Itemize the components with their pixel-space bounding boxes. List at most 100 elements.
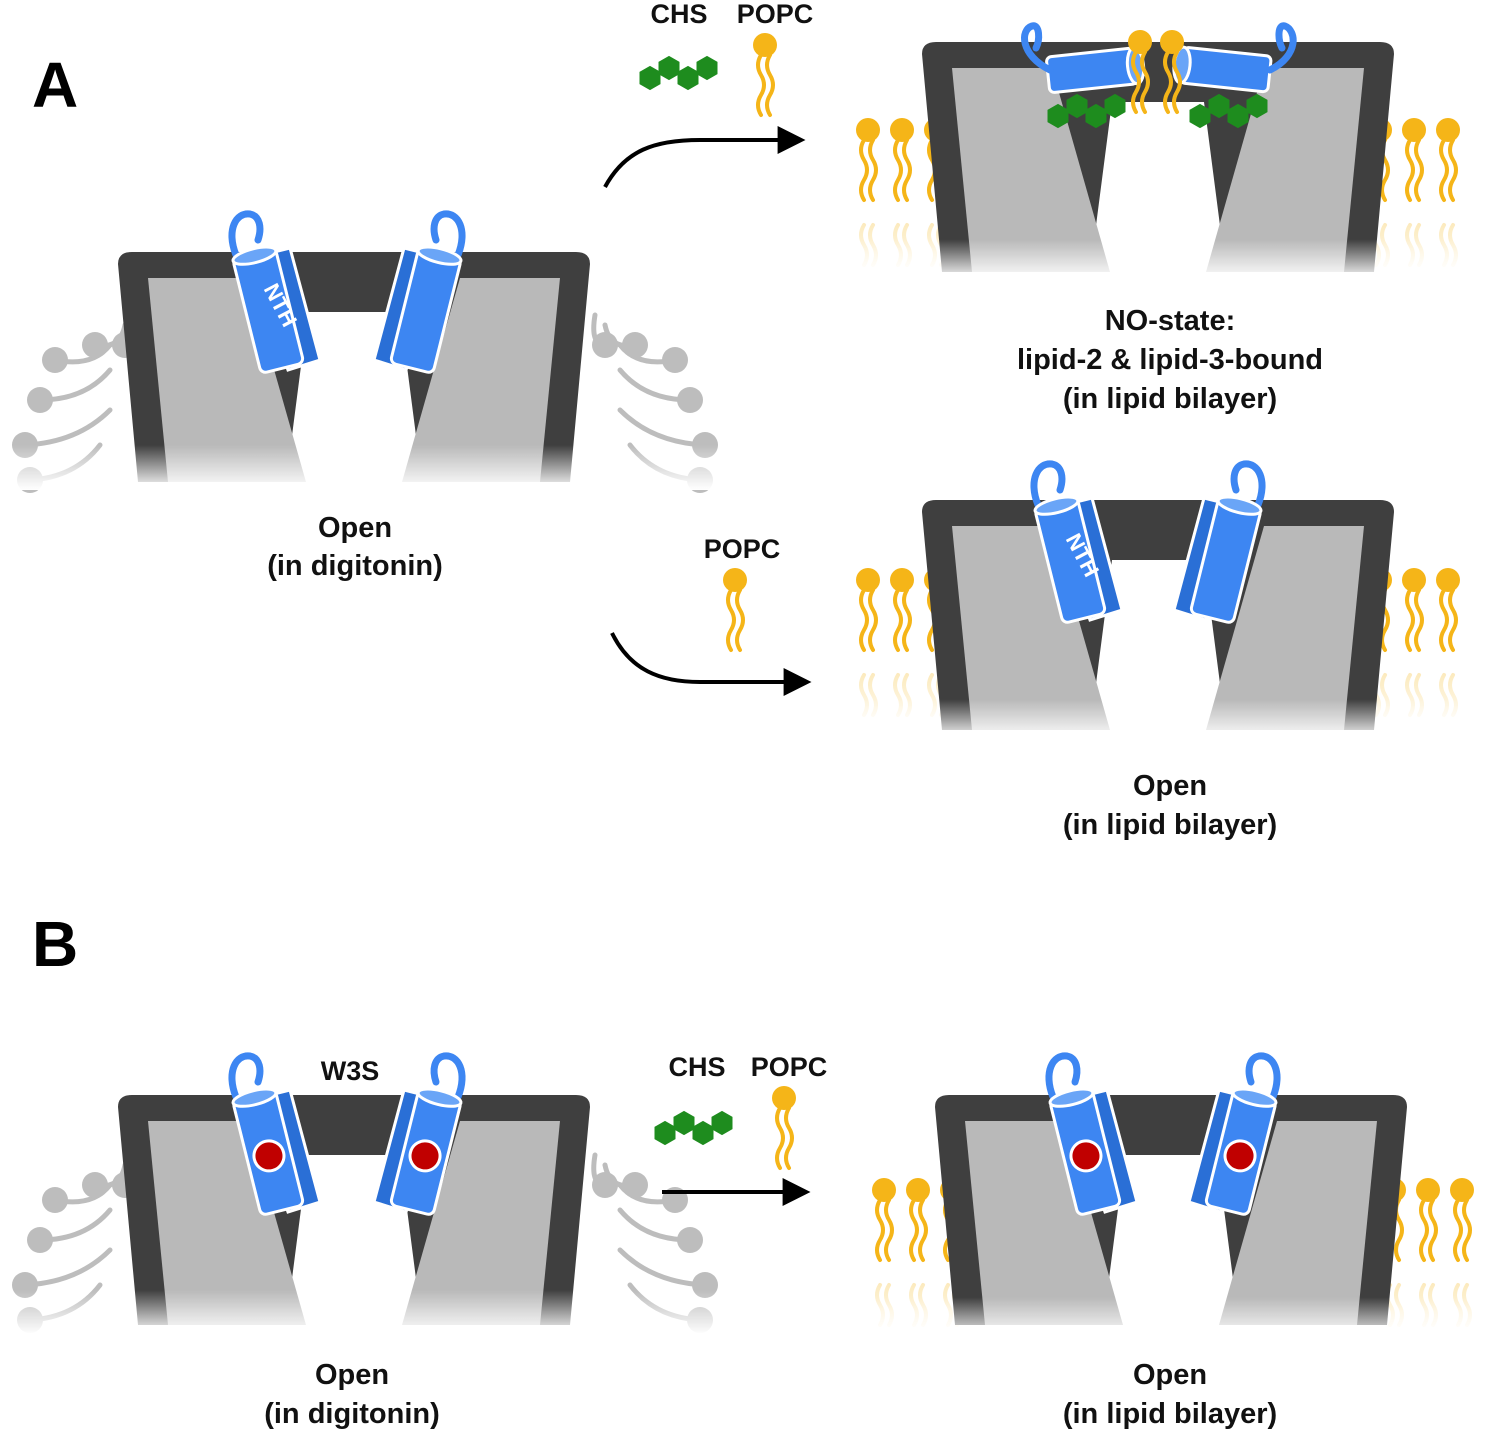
helix-body <box>389 245 463 374</box>
a-open-bilayer-scene: NTH Open (in lipid bilayer) <box>840 460 1480 841</box>
lipid-head <box>872 1178 896 1202</box>
chs-label: CHS <box>668 1052 725 1082</box>
caption-line: NO-state: <box>1105 305 1236 337</box>
w3s-mutation-dot <box>1069 1139 1103 1173</box>
helix-cylinder <box>228 1052 322 1216</box>
helix-loop <box>430 1052 466 1101</box>
helix-cap <box>416 245 463 266</box>
w3s-mutation-dot <box>252 1139 286 1173</box>
helix-body <box>389 1087 463 1216</box>
helix-cap <box>416 1087 463 1108</box>
nth-helix-right <box>372 210 466 374</box>
lipid-head <box>1436 568 1460 592</box>
chs-icon <box>639 55 718 91</box>
nth-helix-left: NTH <box>1030 460 1124 624</box>
popc-molecule <box>723 568 747 652</box>
helix-loop <box>1230 460 1266 509</box>
lipid-head <box>1416 1178 1440 1202</box>
lipid-tail <box>1163 50 1173 114</box>
detergent-head <box>42 1187 68 1213</box>
lipid-tail <box>735 588 745 652</box>
arrow-to-no-state <box>603 126 806 188</box>
lipid-head <box>1402 118 1426 142</box>
lipid-head <box>723 568 747 592</box>
popc-molecule <box>772 1086 796 1170</box>
panel-letter-b: B <box>32 908 78 980</box>
detergent-head <box>82 332 108 358</box>
lipid-head <box>890 568 914 592</box>
helix-body: NTH <box>1033 495 1107 624</box>
helix-cap <box>231 245 278 266</box>
detergent-head <box>622 332 648 358</box>
chs-label: CHS <box>650 0 707 29</box>
helix-body <box>1048 1087 1122 1216</box>
caption-line: (in digitonin) <box>264 1398 440 1430</box>
lipid-head <box>1160 30 1184 54</box>
lipid-head <box>1128 30 1152 54</box>
chs-ring <box>1066 93 1088 119</box>
helix-body <box>1204 1087 1278 1216</box>
detergent-head <box>592 332 618 358</box>
chs-ring <box>1227 103 1249 129</box>
w3s-helix-left <box>1045 1052 1139 1216</box>
caption-line: (in lipid bilayer) <box>1063 1398 1277 1430</box>
lipid-tail <box>1172 50 1182 114</box>
lipid-tail <box>1140 50 1150 114</box>
helix-body <box>231 1087 305 1216</box>
chs-molecule <box>639 55 718 91</box>
chs-ring <box>673 1110 695 1136</box>
caption-line: Open <box>318 512 392 544</box>
w3s-mutation-dot <box>1223 1139 1257 1173</box>
helix-loop <box>1266 22 1297 74</box>
lipid-head <box>753 33 777 57</box>
helix-cap <box>231 1087 278 1108</box>
chs-molecule <box>654 1110 733 1146</box>
lipid-head <box>856 118 880 142</box>
helix-cap <box>1216 495 1263 516</box>
caption-line: (in lipid bilayer) <box>1063 809 1277 841</box>
w3s-helix-right <box>372 1052 466 1216</box>
lipid-head <box>890 118 914 142</box>
popc-label: POPC <box>737 0 814 29</box>
helix-loop <box>1045 1052 1081 1101</box>
helix-body <box>1189 495 1263 624</box>
fade-mask <box>840 650 1480 740</box>
detergent-head <box>82 1172 108 1198</box>
w3s-helix-left <box>228 1052 322 1216</box>
helix-cylinder <box>372 1052 466 1216</box>
lipid-head <box>1450 1178 1474 1202</box>
popc-molecule <box>753 33 777 117</box>
chs-ring <box>1085 103 1107 129</box>
detergent-head <box>622 1172 648 1198</box>
popc-icon <box>772 1086 796 1170</box>
fade-mask <box>0 390 720 490</box>
fade-mask <box>0 1235 720 1335</box>
chs-ring <box>658 55 680 81</box>
helix-cylinder <box>372 210 466 374</box>
chs-icon <box>654 1110 733 1146</box>
caption-line: lipid-2 & lipid-3-bound <box>1017 344 1323 376</box>
caption-line: Open <box>315 1359 389 1391</box>
bound-popc <box>1160 30 1184 114</box>
chs-ring <box>1246 93 1268 119</box>
popc-icon <box>723 568 747 652</box>
nth-helix-right <box>1172 460 1266 624</box>
caption-line: Open <box>1133 770 1207 802</box>
b-open-digitonin-scene: W3S Open (in digitonin) <box>0 1052 720 1430</box>
helix-loop <box>430 210 466 259</box>
b-open-bilayer-scene: Open (in lipid bilayer) <box>850 1052 1491 1430</box>
helix-loop <box>228 1052 264 1101</box>
caption-line: Open <box>1133 1359 1207 1391</box>
helix-cap <box>1231 1087 1278 1108</box>
chs-ring <box>711 1110 733 1136</box>
chs-ring <box>677 65 699 91</box>
chs-molecule <box>1047 93 1126 129</box>
a-no-state-scene: NO-state: lipid-2 & lipid-3-bound (in li… <box>840 22 1480 415</box>
helix-loop <box>1245 1052 1281 1101</box>
popc-label: POPC <box>751 1052 828 1082</box>
helix-cylinder: NTH <box>1030 460 1124 624</box>
lipid-tail <box>1131 50 1141 114</box>
popc-icon <box>753 33 777 117</box>
chs-molecule <box>1189 93 1268 129</box>
popc-label: POPC <box>704 534 781 564</box>
